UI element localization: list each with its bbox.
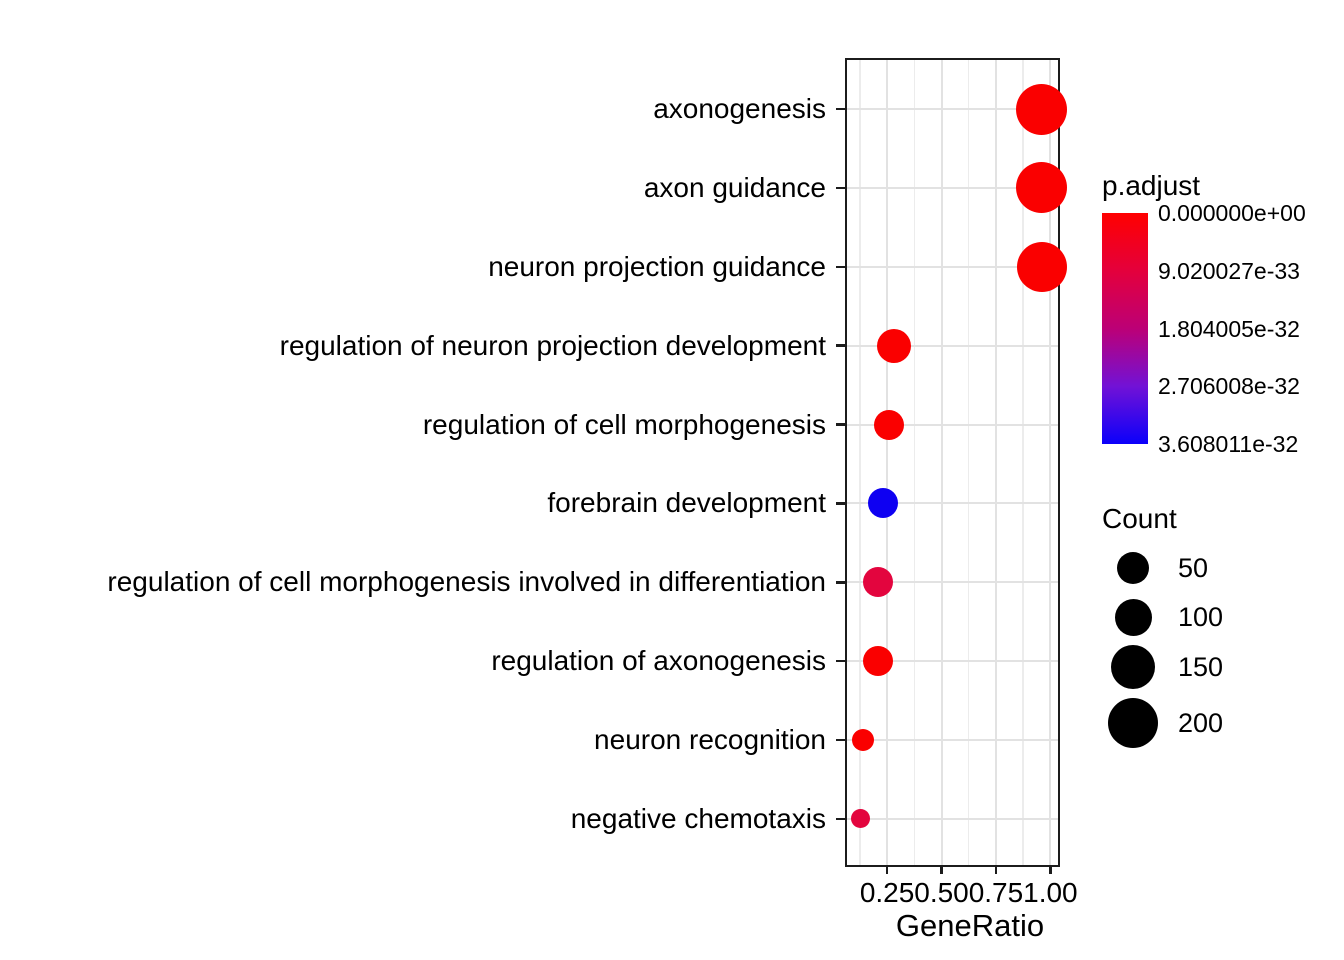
data-point (874, 409, 905, 440)
data-point (863, 567, 894, 598)
gridline-vertical-minor (913, 60, 916, 865)
y-axis-tick (836, 107, 847, 111)
x-axis-title: GeneRatio (895, 908, 1045, 943)
y-axis-tick (836, 186, 847, 190)
x-axis-tick-label: 0.75 (968, 877, 1024, 908)
x-axis-tick-label: 0.50 (914, 877, 969, 908)
gridline-vertical-major (940, 60, 943, 865)
count-legend-circle (1108, 698, 1158, 748)
gridline-vertical-minor (967, 60, 970, 865)
count-legend-label: 150 (1178, 652, 1224, 682)
x-axis-tick (940, 865, 943, 874)
y-axis-tick (836, 659, 847, 663)
y-axis-tick (836, 817, 847, 821)
x-axis-tick (994, 865, 998, 874)
y-axis-tick (836, 344, 847, 347)
gridline-horizontal-major (847, 423, 1058, 426)
data-point (1016, 241, 1067, 292)
count-legend-label: 100 (1178, 602, 1224, 632)
data-point (876, 328, 911, 363)
data-point (863, 646, 894, 677)
gridline-horizontal-major (847, 108, 1058, 110)
gridline-horizontal-major (847, 502, 1058, 505)
count-legend-label: 200 (1178, 708, 1224, 738)
gridline-vertical-major (1049, 60, 1052, 865)
data-point (1016, 83, 1068, 135)
gridline-horizontal-major (847, 581, 1058, 584)
padjust-colorbar (1102, 213, 1148, 444)
colorbar-tick-label: 2.706008e-32 (1158, 373, 1300, 400)
count-legend-title: Count (1102, 503, 1177, 534)
gridline-vertical-major (994, 60, 997, 865)
y-axis-label: neuron projection guidance (488, 250, 826, 282)
y-axis-label: regulation of cell morphogenesis (422, 408, 826, 440)
gridline-horizontal-major (847, 817, 1058, 820)
y-axis-label: axonogenesis (653, 93, 826, 124)
gridline-vertical-minor (859, 60, 861, 865)
count-legend-circle (1117, 552, 1149, 584)
y-axis-tick (836, 423, 847, 426)
y-axis-label: forebrain development (547, 487, 826, 519)
count-legend-circle (1114, 598, 1152, 636)
data-point (851, 809, 871, 829)
gridline-horizontal-major (847, 660, 1058, 663)
gridline-horizontal-major (847, 186, 1058, 189)
x-axis-tick (1049, 865, 1052, 874)
data-point (852, 729, 875, 752)
count-legend-label: 50 (1178, 553, 1209, 583)
y-axis-label: neuron recognition (594, 724, 826, 756)
y-axis-tick (836, 738, 847, 742)
y-axis-label: regulation of cell morphogenesis involve… (107, 566, 826, 598)
gridline-horizontal-major (847, 265, 1058, 268)
y-axis-tick (836, 581, 847, 584)
y-axis-label: regulation of axonogenesis (491, 645, 826, 677)
y-axis-label: regulation of neuron projection developm… (279, 329, 826, 361)
y-axis-tick (836, 265, 847, 268)
padjust-legend-title: p.adjust (1102, 170, 1201, 201)
data-point (1016, 162, 1068, 214)
gridline-vertical-minor (1022, 60, 1024, 865)
y-axis-label: axon guidance (643, 171, 826, 203)
x-axis-tick-label: 1.00 (1023, 877, 1078, 908)
y-axis-tick (836, 502, 847, 505)
gridline-horizontal-major (847, 344, 1058, 347)
colorbar-tick-label: 1.804005e-32 (1158, 315, 1300, 342)
x-axis-tick (885, 865, 889, 874)
colorbar-tick-label: 9.020027e-33 (1158, 257, 1300, 284)
gridline-horizontal-major (847, 739, 1058, 742)
y-axis-label: negative chemotaxis (570, 802, 826, 834)
count-legend-circle (1111, 645, 1155, 689)
gridline-vertical-major (886, 60, 889, 865)
data-point (867, 488, 898, 519)
colorbar-tick-label: 3.608011e-32 (1158, 431, 1299, 457)
x-axis-tick-label: 0.25 (859, 877, 915, 908)
colorbar-tick-label: 0.000000e+00 (1158, 200, 1306, 226)
